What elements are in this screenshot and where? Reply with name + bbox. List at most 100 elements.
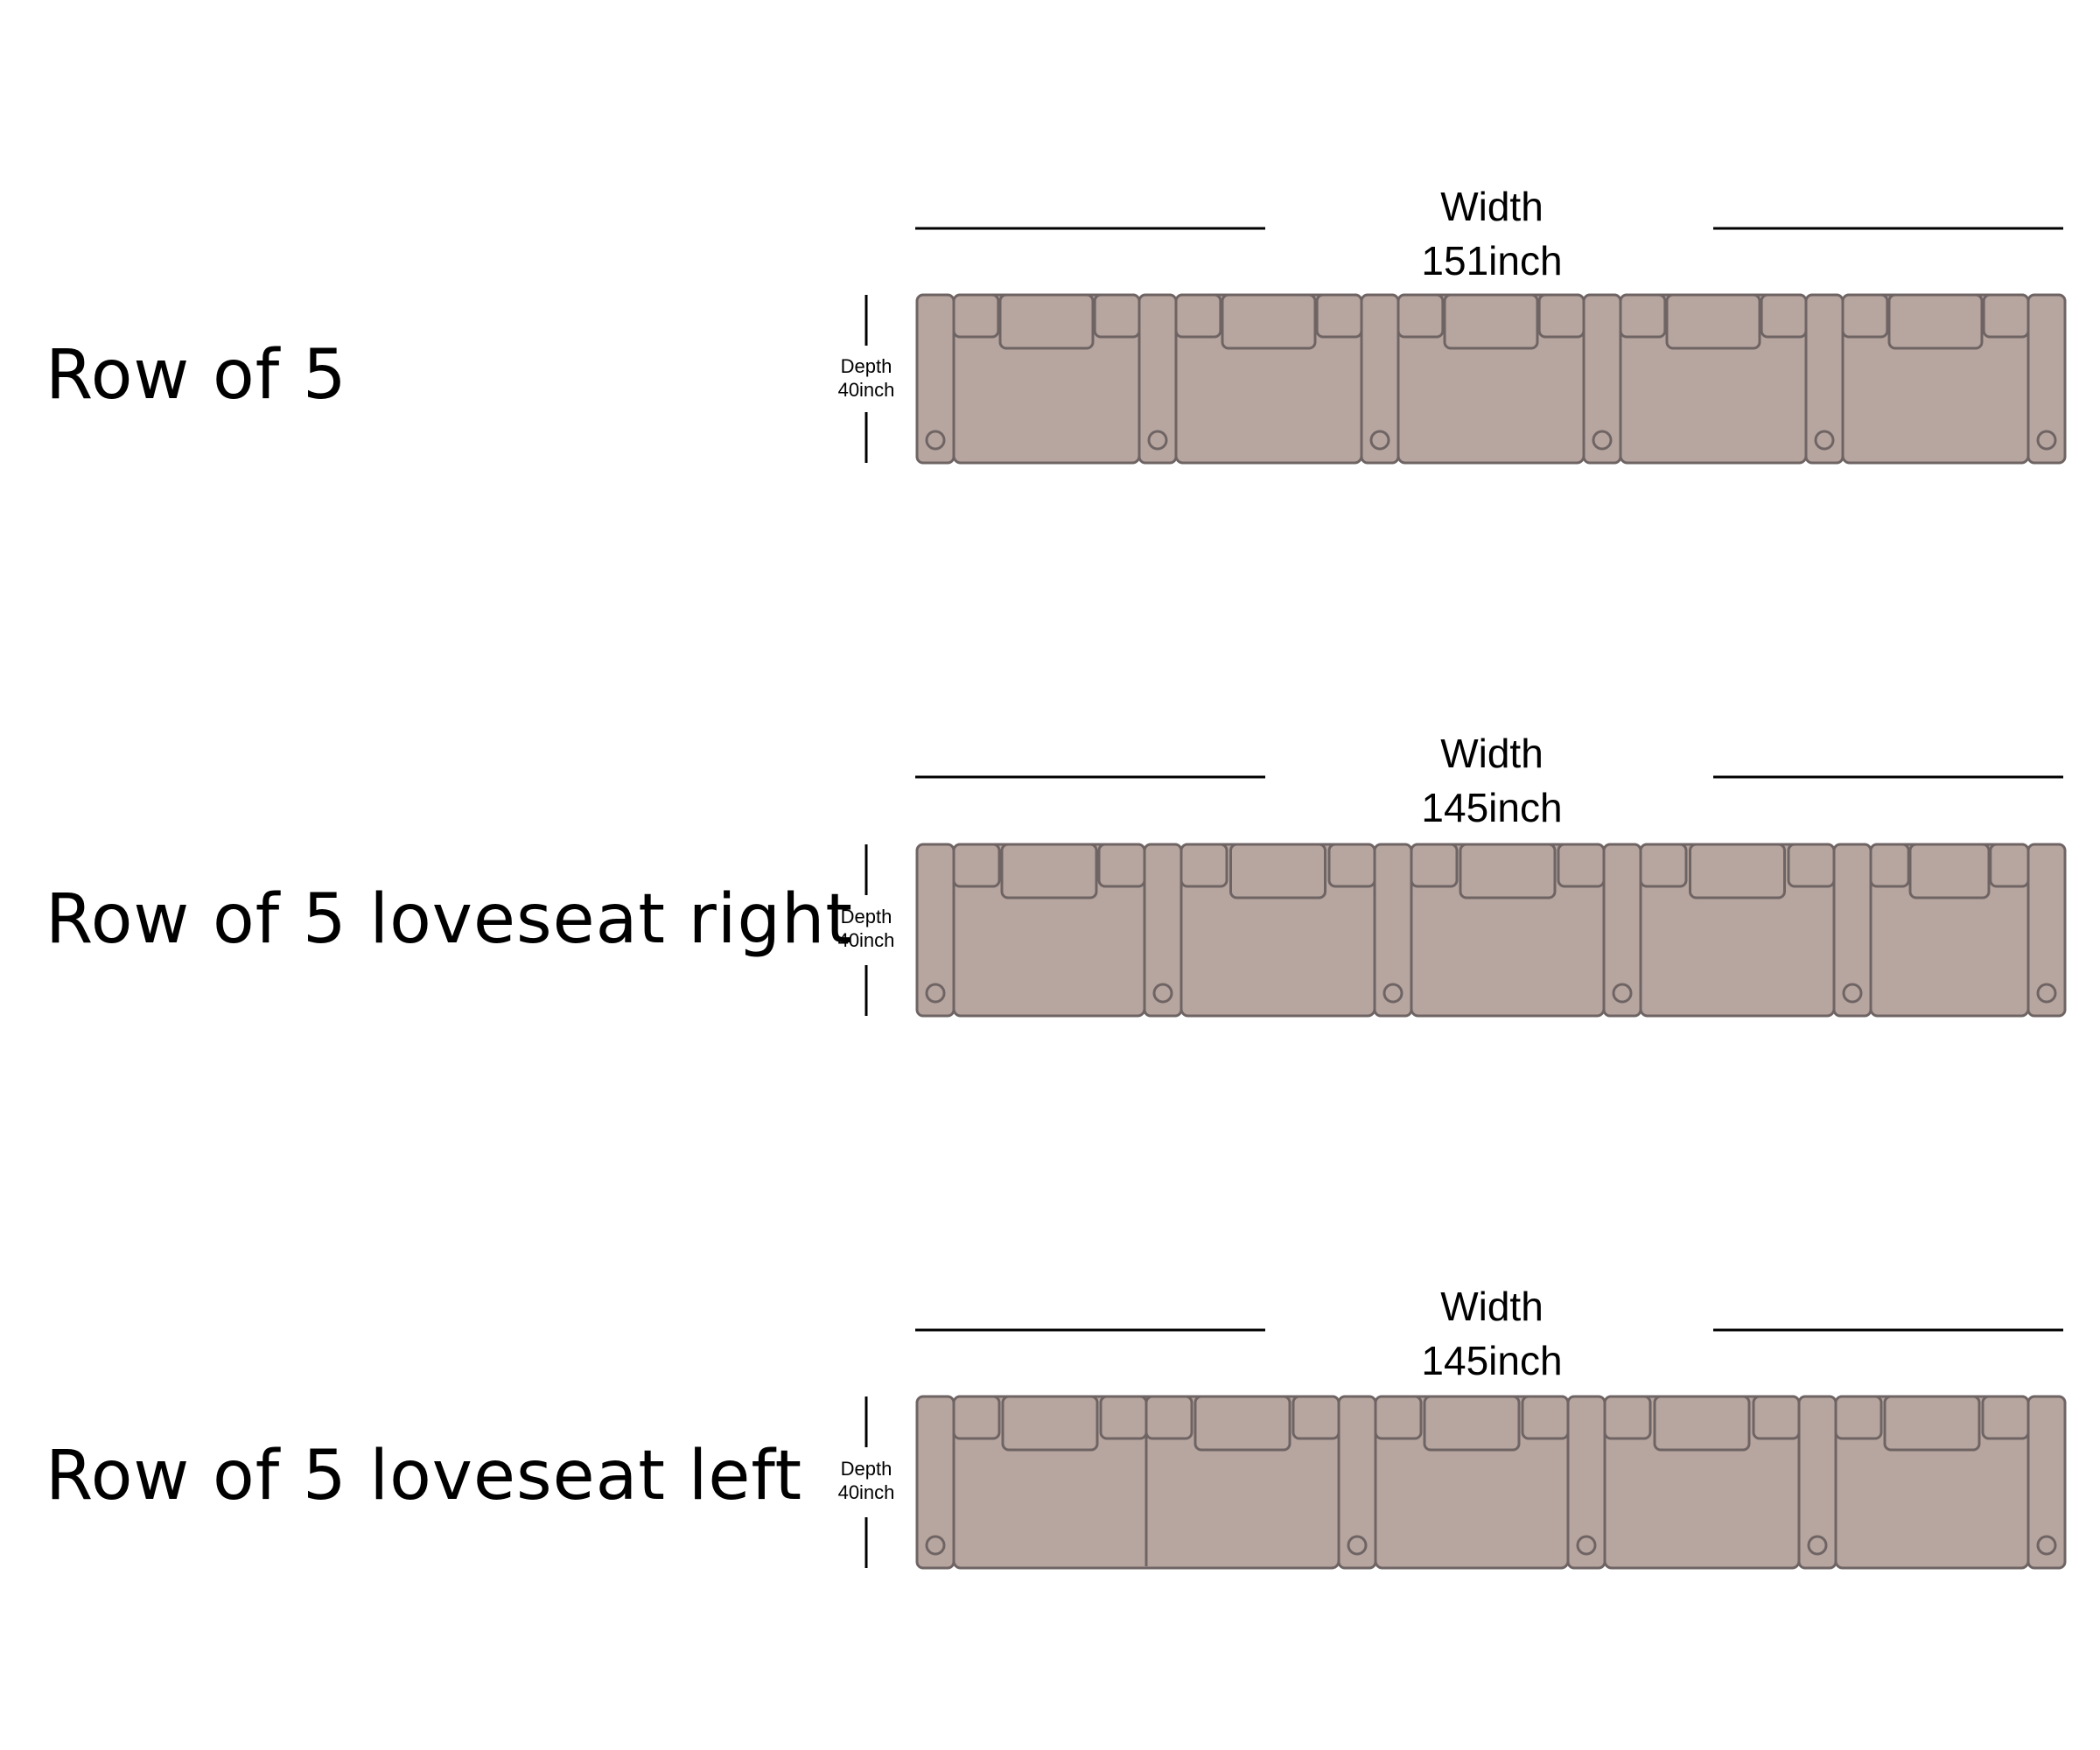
headrest-right xyxy=(1989,843,2030,888)
depth-label-row-of-5: Depth 40inch xyxy=(822,354,910,402)
armrest xyxy=(2026,843,2067,1018)
headrest-right xyxy=(1292,1395,1340,1440)
headrest-left xyxy=(1841,293,1889,339)
sofa-row-1 xyxy=(864,227,2067,465)
armrest xyxy=(1804,293,1844,465)
depth-value: 40inch xyxy=(837,1481,895,1503)
recline-button-icon xyxy=(2036,983,2057,1004)
armrest xyxy=(915,293,956,465)
headrest-right xyxy=(1315,293,1363,339)
sofa-rows xyxy=(864,227,2067,1570)
headrest-left xyxy=(1619,293,1667,339)
width-value: 145inch xyxy=(1421,785,1563,830)
recline-button-icon xyxy=(1842,983,1863,1004)
headrest-center xyxy=(1000,843,1098,900)
headrest-center xyxy=(998,293,1095,350)
armrest xyxy=(915,1395,956,1570)
armrest xyxy=(1360,293,1400,465)
headrest-left xyxy=(1639,843,1688,888)
headrest-left xyxy=(952,843,1001,888)
depth-value: 40inch xyxy=(837,379,895,401)
armrest xyxy=(1582,293,1622,465)
recline-button-icon xyxy=(1576,1535,1597,1556)
headrest-center xyxy=(1883,1395,1981,1452)
armrest xyxy=(1373,843,1413,1018)
armrest xyxy=(1832,843,1872,1018)
recline-button-icon xyxy=(1147,430,1168,451)
recline-button-icon xyxy=(1382,983,1404,1004)
armrest xyxy=(1138,293,1178,465)
headrest-left xyxy=(1396,293,1445,339)
headrest-left xyxy=(1410,843,1459,888)
headrest-left xyxy=(952,1395,1001,1440)
headrest-center xyxy=(1689,843,1786,900)
recline-button-icon xyxy=(1347,1535,1368,1556)
headrest-left xyxy=(952,293,1000,339)
headrest-right xyxy=(1981,1395,2030,1440)
headrest-center xyxy=(1194,1395,1292,1452)
headrest-right xyxy=(1097,843,1146,888)
depth-heading: Depth xyxy=(840,1458,892,1480)
headrest-right xyxy=(1982,293,2030,339)
recline-button-icon xyxy=(1612,983,1633,1004)
width-label-loveseat-left: Width 145inch xyxy=(1251,1279,1732,1388)
headrest-left xyxy=(1144,1395,1194,1440)
recline-button-icon xyxy=(2036,430,2057,451)
armrest xyxy=(1143,843,1183,1018)
headrest-right xyxy=(1327,843,1376,888)
config-title-row-of-5-loveseat-left: Row of 5 loveseat left xyxy=(46,1437,803,1516)
width-value: 145inch xyxy=(1421,1338,1563,1383)
recline-button-icon xyxy=(1369,430,1390,451)
armrest xyxy=(1566,1395,1606,1570)
headrest-left xyxy=(1180,843,1228,888)
sofa-row-2 xyxy=(864,775,2067,1018)
width-heading: Width xyxy=(1440,731,1544,776)
headrest-center xyxy=(1665,293,1761,350)
headrest-right xyxy=(1537,293,1586,339)
config-title-row-of-5-loveseat-right: Row of 5 loveseat right xyxy=(46,880,854,959)
headrest-left xyxy=(1834,1395,1883,1440)
headrest-left xyxy=(1603,1395,1652,1440)
width-label-loveseat-right: Width 145inch xyxy=(1251,726,1732,835)
headrest-center xyxy=(1908,843,1991,900)
depth-value: 40inch xyxy=(837,929,895,951)
recline-button-icon xyxy=(1152,983,1173,1004)
width-value: 151inch xyxy=(1421,238,1563,284)
headrest-right xyxy=(1760,293,1808,339)
headrest-center xyxy=(1653,1395,1751,1452)
width-heading: Width xyxy=(1440,1284,1544,1329)
headrest-center xyxy=(1221,293,1317,350)
recline-button-icon xyxy=(2036,1535,2057,1556)
armrest xyxy=(2026,293,2067,465)
armrest xyxy=(2026,1395,2067,1570)
headrest-right xyxy=(1557,843,1606,888)
width-heading: Width xyxy=(1440,184,1544,229)
recline-button-icon xyxy=(925,1535,946,1556)
headrest-right xyxy=(1752,1395,1801,1440)
headrest-left xyxy=(1374,1395,1423,1440)
headrest-right xyxy=(1521,1395,1570,1440)
depth-heading: Depth xyxy=(840,355,892,377)
headrest-right xyxy=(1093,293,1141,339)
headrest-center xyxy=(1423,1395,1521,1452)
headrest-right xyxy=(1787,843,1836,888)
recline-button-icon xyxy=(1814,430,1835,451)
depth-label-loveseat-right: Depth 40inch xyxy=(822,905,910,952)
headrest-right xyxy=(1099,1395,1148,1440)
headrest-center xyxy=(1443,293,1539,350)
headrest-left xyxy=(1174,293,1222,339)
armrest xyxy=(1602,843,1642,1018)
headrest-center xyxy=(1001,1395,1099,1452)
headrest-center xyxy=(1887,293,1984,350)
armrest xyxy=(915,843,956,1018)
headrest-center xyxy=(1459,843,1557,900)
depth-label-loveseat-left: Depth 40inch xyxy=(822,1457,910,1504)
depth-heading: Depth xyxy=(840,906,892,928)
recline-button-icon xyxy=(925,430,946,451)
recline-button-icon xyxy=(925,983,946,1004)
recline-button-icon xyxy=(1592,430,1613,451)
width-label-row-of-5: Width 151inch xyxy=(1251,179,1732,288)
headrest-left xyxy=(1869,843,1910,888)
armrest xyxy=(1337,1395,1377,1570)
